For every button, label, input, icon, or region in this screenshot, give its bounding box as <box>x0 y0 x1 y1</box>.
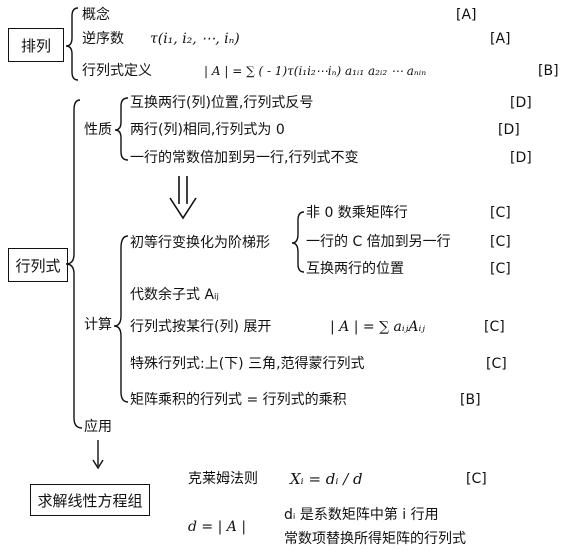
elementary-transform-label: 初等行变换化为阶梯形 <box>130 235 270 251</box>
expansion-grade: [C] <box>484 319 505 335</box>
concept-label: 概念 <box>82 7 110 23</box>
permutation-brace <box>65 7 79 81</box>
properties-label: 性质 <box>84 122 112 138</box>
calculation-brace <box>113 235 129 403</box>
cramer-grade: [C] <box>466 471 487 487</box>
solve-linear-system-box: 求解线性方程组 <box>30 484 150 516</box>
property-item: 互换两行(列)位置,行列式反号 <box>130 95 314 111</box>
elementary-grade: [C] <box>490 234 511 250</box>
permutation-box: 排列 <box>8 28 64 62</box>
elementary-grade: [C] <box>490 205 511 221</box>
definition-label: 行列式定义 <box>82 63 152 79</box>
property-grade: [D] <box>498 122 520 138</box>
elementary-grade: [C] <box>490 261 511 277</box>
special-determinant-grade: [C] <box>486 356 507 372</box>
inversion-grade: [A] <box>490 31 511 47</box>
elementary-brace <box>291 211 305 273</box>
di-definition-line1: dᵢ 是系数矩阵中第 i 行用 <box>284 507 439 523</box>
elementary-item: 互换两行的位置 <box>306 261 404 277</box>
determinant-box: 行列式 <box>8 248 68 282</box>
product-determinant-label: 矩阵乘积的行列式 = 行列式的乘积 <box>130 392 347 408</box>
product-determinant-grade: [B] <box>460 392 481 408</box>
calculation-label: 计算 <box>84 317 112 333</box>
elementary-item: 一行的 C 倍加到另一行 <box>306 234 451 250</box>
concept-grade: [A] <box>456 7 477 23</box>
expansion-label: 行列式按某行(列) 展开 <box>130 319 272 335</box>
property-item: 一行的常数倍加到另一行,行列式不变 <box>130 150 359 166</box>
elementary-item: 非 0 数乘矩阵行 <box>306 205 408 221</box>
application-label: 应用 <box>84 419 112 435</box>
inversion-label: 逆序数 <box>82 31 124 47</box>
property-item: 两行(列)相同,行列式为 0 <box>130 122 285 138</box>
expansion-formula: | A | = ∑ aᵢⱼAᵢⱼ <box>330 319 426 335</box>
determinant-brace <box>65 99 83 429</box>
properties-brace <box>114 97 129 161</box>
d-definition: d = | A | <box>188 519 247 535</box>
double-down-arrow <box>169 176 197 220</box>
cramer-rule-label: 克莱姆法则 <box>188 471 258 487</box>
definition-formula: | A | = ∑ ( - 1)τ(i₁i₂⋯iₙ) a₁ᵢ₁ a₂ᵢ₂ ⋯ a… <box>204 64 427 78</box>
inversion-formula: τ(i₁, i₂, ⋯, iₙ) <box>150 31 240 47</box>
definition-grade: [B] <box>538 63 559 79</box>
di-definition-line2: 常数项替换所得矩阵的行列式 <box>284 531 466 547</box>
property-grade: [D] <box>510 95 532 111</box>
property-grade: [D] <box>510 150 532 166</box>
cofactor-label: 代数余子式 Aᵢⱼ <box>130 287 219 303</box>
special-determinant-label: 特殊行列式:上(下) 三角,范得蒙行列式 <box>130 356 365 372</box>
cramer-formula: Xᵢ = dᵢ / d <box>290 470 363 488</box>
